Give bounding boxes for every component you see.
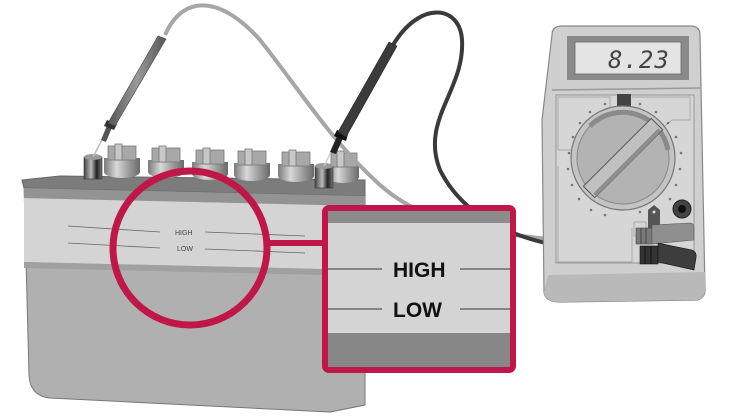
battery-low-label: LOW bbox=[177, 246, 193, 253]
battery-high-line-right bbox=[204, 231, 306, 237]
lcd-screen bbox=[574, 41, 682, 75]
battery-low-line-right bbox=[204, 248, 306, 254]
com-jack[interactable] bbox=[648, 205, 660, 228]
battery: HIGH LOW bbox=[21, 143, 366, 413]
battery-top-lid bbox=[21, 175, 366, 197]
terminal-post-left bbox=[83, 156, 103, 180]
rotary-dial-knob[interactable] bbox=[582, 117, 664, 199]
cell-cap bbox=[234, 148, 270, 181]
battery-high-label: HIGH bbox=[175, 230, 193, 237]
black-probe bbox=[323, 41, 398, 167]
black-lead-plug[interactable] bbox=[639, 242, 697, 271]
multimeter: 8.23 bbox=[541, 25, 706, 303]
battery-translucent-band bbox=[24, 198, 365, 270]
cell-cap bbox=[278, 149, 314, 182]
callout-high-label: HIGH bbox=[393, 259, 446, 282]
grey-probe bbox=[92, 35, 167, 158]
magnifier-callout: HIGH LOW bbox=[109, 167, 516, 373]
dial-position-dots bbox=[566, 102, 683, 217]
magnifier-circle bbox=[109, 167, 271, 329]
grey-lead-plug[interactable] bbox=[635, 222, 695, 245]
callout-box: HIGH LOW bbox=[322, 205, 516, 373]
hold-indicator bbox=[617, 94, 631, 106]
terminal-post-right bbox=[314, 165, 334, 189]
lcd-reading: 8.23 bbox=[608, 46, 670, 74]
cell-cap bbox=[327, 150, 359, 183]
callout-low-label: LOW bbox=[393, 299, 442, 322]
cell-cap bbox=[104, 143, 140, 178]
